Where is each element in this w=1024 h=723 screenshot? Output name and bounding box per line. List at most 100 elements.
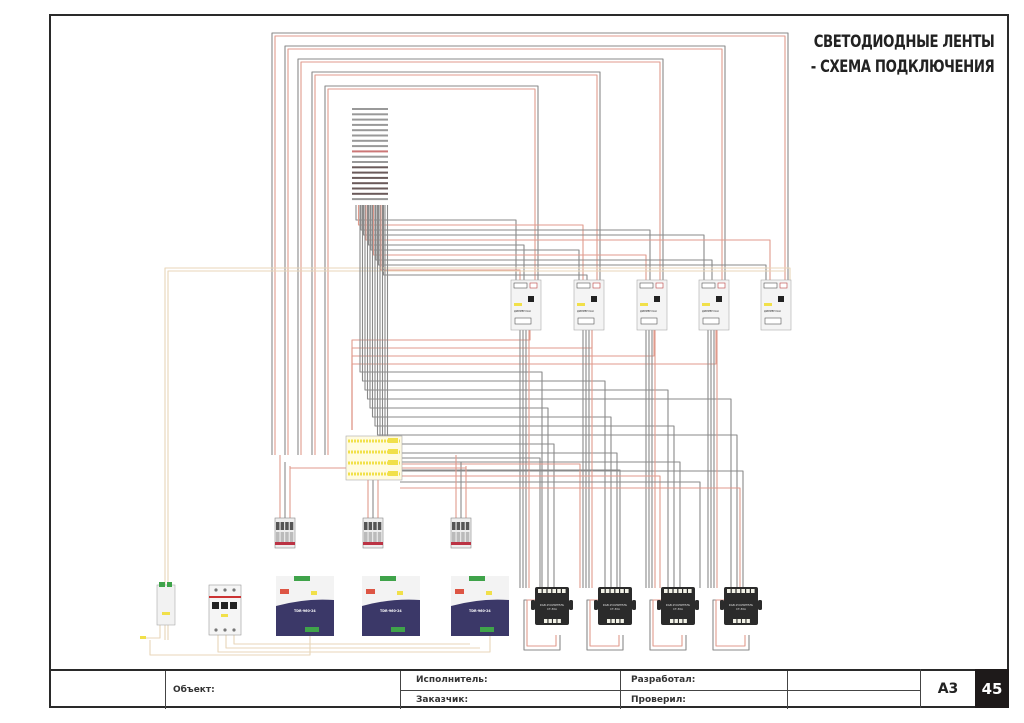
wire <box>589 599 620 647</box>
terminal-row <box>352 192 388 195</box>
terminal-row <box>352 129 388 132</box>
amplifier-output-pin <box>562 589 566 593</box>
dimmer-label: ДИММЕР DALI <box>577 310 594 313</box>
wire <box>164 267 791 640</box>
wire <box>289 466 400 519</box>
wire <box>384 205 681 588</box>
amplifier-output-pin <box>610 589 615 593</box>
dimmer-chip <box>528 296 534 302</box>
amplifier-input-pin <box>746 619 750 623</box>
control-badge <box>388 460 398 465</box>
amplifier-body <box>661 587 695 625</box>
amplifier-label: RGB-УСИЛИТЕЛЬ <box>603 603 628 607</box>
amplifier-output-pin <box>620 589 624 593</box>
checked-label: Проверил: <box>631 695 686 705</box>
dimmer-input-terminal <box>763 282 778 289</box>
control-badge <box>388 449 398 454</box>
amplifier-input-pin <box>670 619 674 623</box>
amplifier-input-pin <box>683 619 687 623</box>
dimmer-power-terminal <box>529 282 538 289</box>
terminal-row <box>352 166 388 169</box>
breaker-handle <box>461 532 465 542</box>
amplifier-model: CT-30A <box>673 607 683 611</box>
dali-dimmer: ДИММЕР DALI <box>636 279 668 331</box>
wire <box>361 205 606 588</box>
wire <box>371 205 612 588</box>
amplifier-input-pin <box>620 619 624 623</box>
object-label: Объект: <box>173 685 215 695</box>
main-breaker <box>208 584 242 636</box>
terminal-row <box>352 139 388 142</box>
amplifier-input-pin <box>733 619 737 623</box>
main-breaker-screw <box>223 628 227 632</box>
wire <box>360 205 651 285</box>
breaker-handle <box>276 532 280 542</box>
circuit-breaker <box>450 517 472 549</box>
amplifier-output-pin <box>552 589 556 593</box>
amplifier-mount-left <box>657 600 661 610</box>
amplifier-output-pin <box>736 589 741 593</box>
dimmer-chip <box>778 296 784 302</box>
dimmer-input-terminal <box>639 282 654 289</box>
dimmer-output-terminal <box>514 317 532 325</box>
breaker-pole <box>276 522 280 530</box>
amplifier-mount-right <box>695 600 699 610</box>
psu-badge <box>397 591 403 595</box>
amplifier-body <box>598 587 632 625</box>
main-breaker-screw <box>232 588 236 592</box>
amplifier-output-pin <box>547 589 552 593</box>
amplifier-mount-right <box>758 600 762 610</box>
wire <box>369 205 549 588</box>
amplifier-mount-right <box>632 600 636 610</box>
terminal-row <box>352 123 388 126</box>
terminal-row <box>352 182 388 185</box>
dali-psu-terminal <box>159 582 165 587</box>
main-breaker-screw <box>232 628 236 632</box>
psu-model-label: TDR-960-24 <box>380 609 402 613</box>
breaker-handle <box>280 532 285 542</box>
amplifier-input-pin <box>679 619 683 623</box>
dimmer-output-terminal <box>764 317 782 325</box>
breaker-handle <box>377 532 382 542</box>
amplifier-label: RGB-УСИЛИТЕЛЬ <box>729 603 754 607</box>
title-block-divider <box>400 690 920 691</box>
wire <box>380 205 521 285</box>
wire <box>271 32 789 455</box>
amplifier-body <box>724 587 758 625</box>
amplifier-output-pin <box>741 589 745 593</box>
psu-badge <box>486 591 492 595</box>
dali-terminal-bank <box>351 105 389 205</box>
breaker-handle <box>364 532 368 542</box>
wire <box>146 625 161 639</box>
amplifier-input-pin <box>611 619 615 623</box>
amplifier-input-pin <box>544 619 548 623</box>
breaker-stripe <box>275 542 295 545</box>
terminal-row <box>352 176 388 179</box>
circuit-breaker <box>274 517 296 549</box>
main-breaker-screw <box>223 588 227 592</box>
dali-power-supply <box>140 582 176 639</box>
dimmer-output-terminal <box>702 317 720 325</box>
psu-input-terminal <box>380 576 396 581</box>
amplifier-output-pin <box>746 589 750 593</box>
psu-model-label: TDR-960-24 <box>294 609 316 613</box>
wire <box>365 205 771 285</box>
dimmer-output-terminal <box>640 317 658 325</box>
dimmer-chip <box>591 296 597 302</box>
terminal-row <box>352 145 388 148</box>
dimmer-chip <box>716 296 722 302</box>
terminal-row <box>352 161 388 163</box>
wire <box>366 205 732 588</box>
psu-badge <box>311 591 317 595</box>
wire <box>400 481 701 588</box>
dimmer-badge <box>577 303 585 306</box>
wire <box>526 599 557 647</box>
dimmer-label: ДИММЕР DALI <box>640 310 657 313</box>
control-badge <box>388 471 398 476</box>
dimmer-badge <box>702 303 710 306</box>
